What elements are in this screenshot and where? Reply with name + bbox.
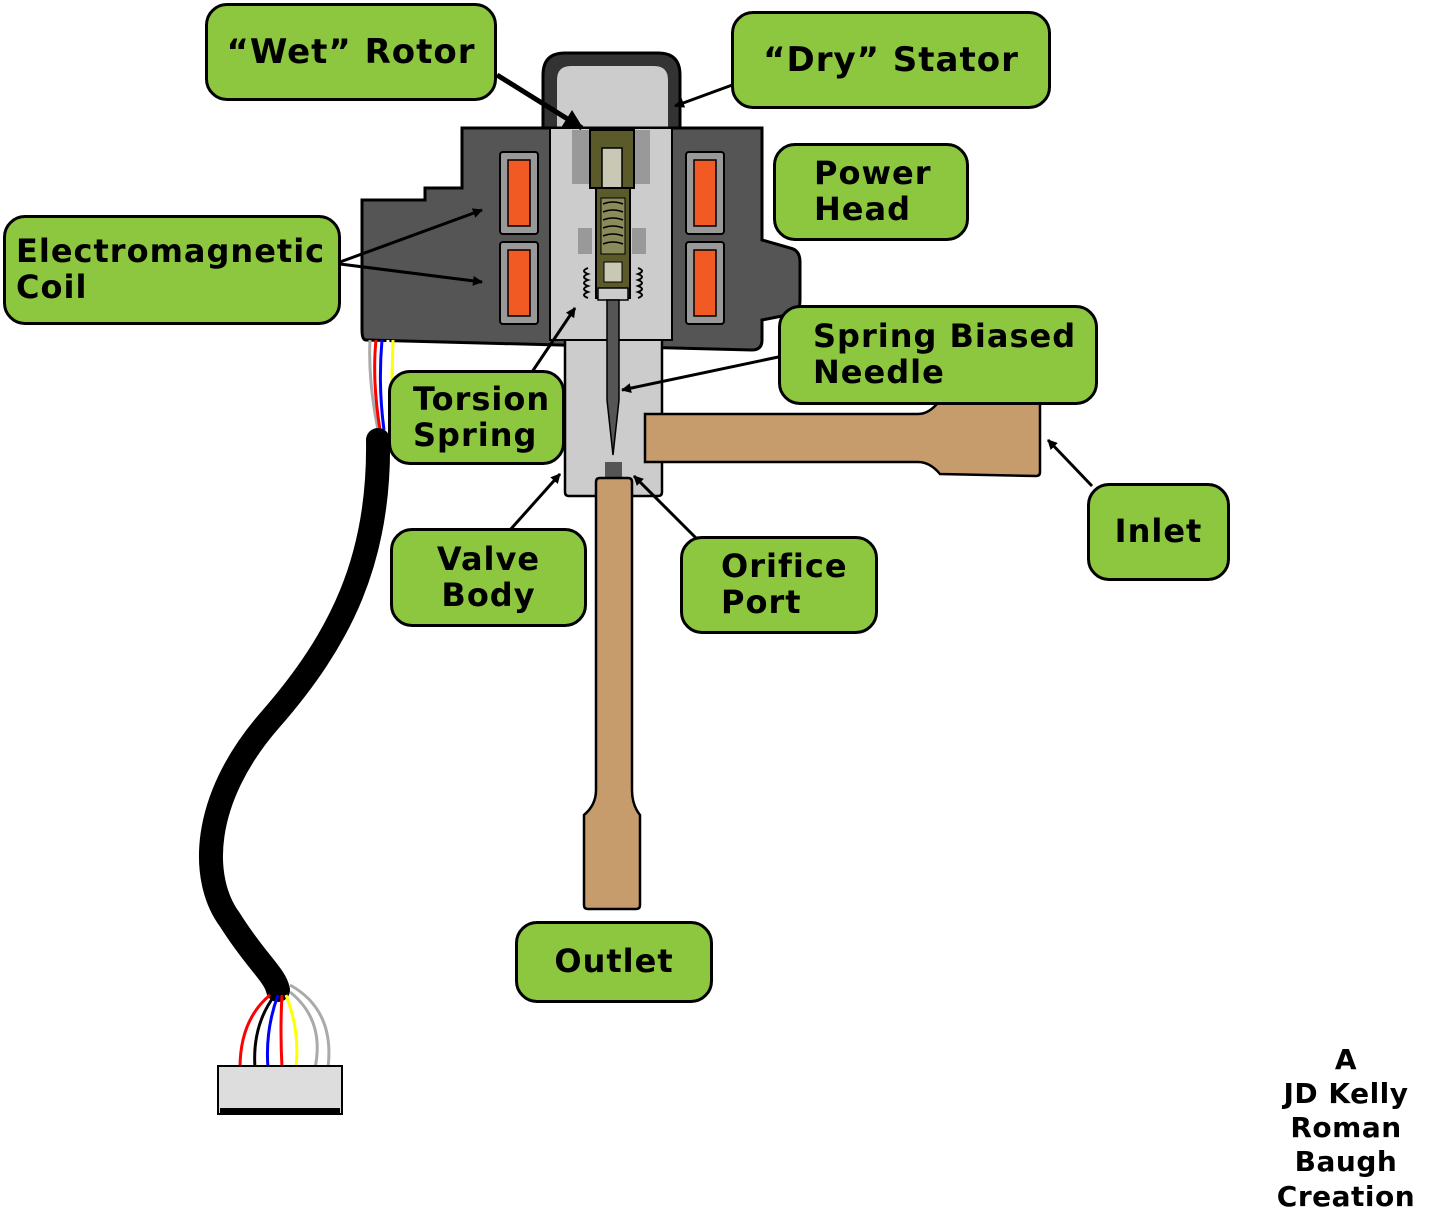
credit-line-3: Roman Baugh xyxy=(1290,1111,1402,1179)
label-inlet: Inlet xyxy=(1087,483,1230,581)
needle xyxy=(606,299,620,456)
credit-line-1: A xyxy=(1334,1043,1358,1076)
lower-wires xyxy=(238,983,331,1069)
label-torsion-spring-line1: Torsion xyxy=(413,379,551,418)
label-power-head: Power Head xyxy=(773,143,969,241)
label-inlet-text: Inlet xyxy=(1114,512,1203,551)
eev-diagram xyxy=(199,51,1094,1115)
label-valve-body-line1: Valve xyxy=(436,539,541,578)
label-valve-body-line2: Body xyxy=(441,575,536,614)
label-valve-body: Valve Body xyxy=(390,528,587,627)
label-spring-biased-needle: Spring Biased Needle xyxy=(778,305,1098,405)
label-spring-biased-needle-line1: Spring Biased xyxy=(813,317,1077,356)
coil-left-upper xyxy=(499,151,539,235)
label-wet-rotor-text: “Wet” Rotor xyxy=(226,31,476,72)
upper-wires xyxy=(368,339,395,431)
outlet-pipe xyxy=(582,476,642,911)
wet-rotor xyxy=(589,129,635,301)
leader-arrows xyxy=(339,72,1094,540)
label-electromagnetic-coil-line1: Electromagnetic xyxy=(16,232,326,271)
credit-line-2: JD Kelly xyxy=(1283,1077,1409,1111)
label-power-head-line2: Head xyxy=(814,190,911,228)
label-torsion-spring: Torsion Spring xyxy=(388,370,565,465)
label-torsion-spring-line2: Spring xyxy=(413,415,538,454)
orifice xyxy=(605,462,622,478)
label-electromagnetic-coil-line2: Coil xyxy=(16,268,88,306)
inlet-pipe xyxy=(643,396,1042,478)
label-power-head-line1: Power xyxy=(814,154,932,193)
coil-right-lower xyxy=(685,241,725,325)
label-dry-stator-text: “Dry” Stator xyxy=(763,39,1019,80)
torsion-spring-left xyxy=(583,267,591,299)
coil-right-upper xyxy=(685,151,725,235)
label-orifice-port-line1: Orifice xyxy=(721,547,848,586)
label-dry-stator: “Dry” Stator xyxy=(731,11,1051,109)
label-wet-rotor: “Wet” Rotor xyxy=(205,3,497,101)
credit-line-4: Creation xyxy=(1276,1179,1416,1213)
coil-left-lower xyxy=(499,241,539,325)
label-spring-biased-needle-line2: Needle xyxy=(813,353,945,391)
cable xyxy=(199,428,391,1002)
label-outlet-text: Outlet xyxy=(554,942,674,981)
label-electromagnetic-coil: Electromagnetic Coil xyxy=(3,215,341,325)
connector xyxy=(217,1065,343,1115)
torsion-spring-right xyxy=(635,267,643,299)
label-outlet: Outlet xyxy=(515,921,713,1003)
label-orifice-port: Orifice Port xyxy=(680,536,878,634)
credit-block: A JD Kelly Roman Baugh Creation xyxy=(1240,1043,1452,1214)
label-orifice-port-line2: Port xyxy=(721,583,802,621)
